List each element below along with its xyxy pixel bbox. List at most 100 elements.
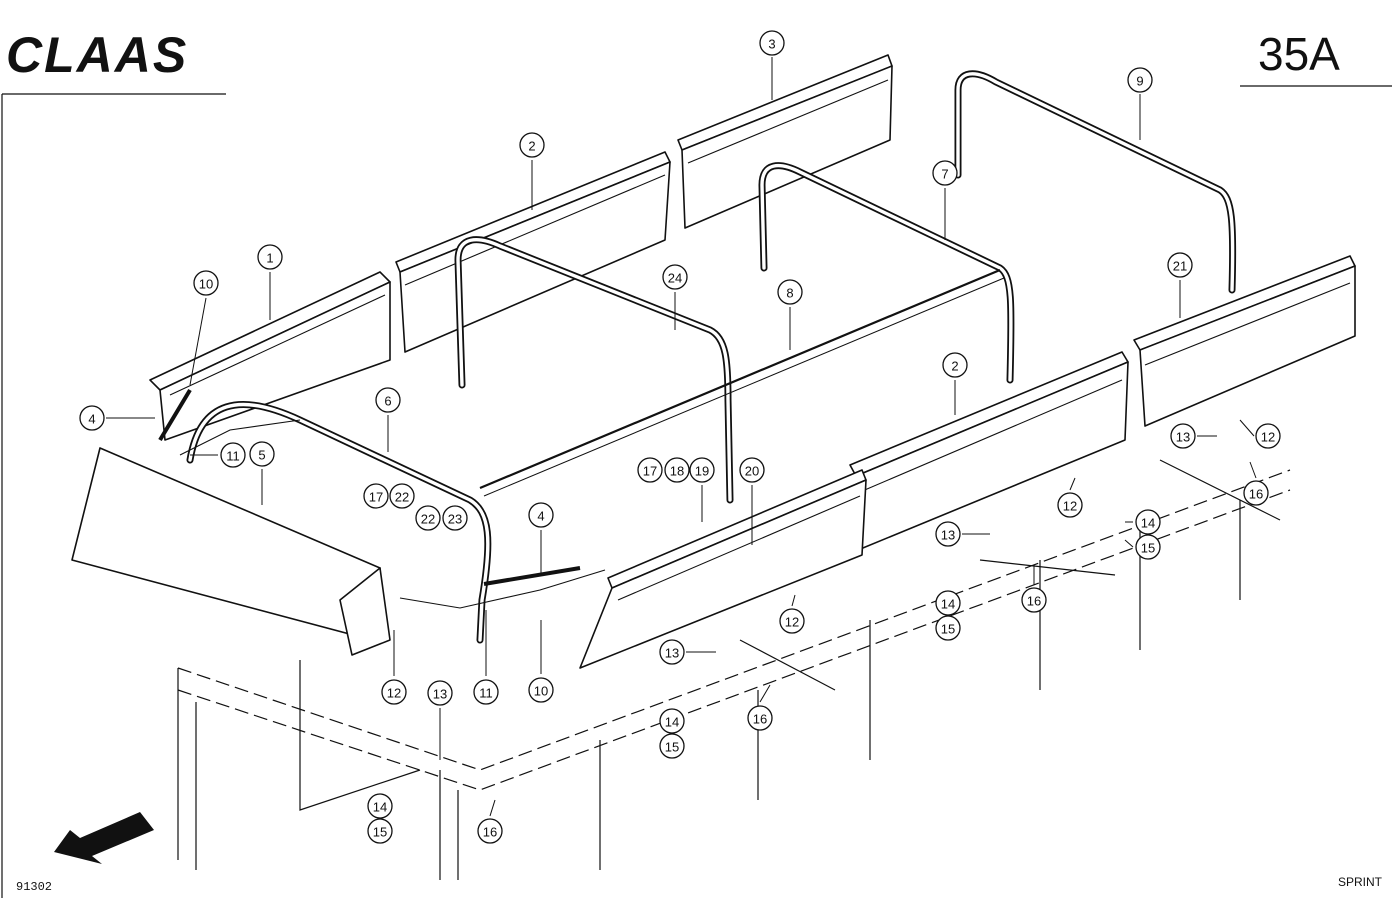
- callout-2-right: 2: [942, 352, 968, 378]
- side-board-3: [677, 54, 893, 229]
- callout-circle: [747, 705, 773, 731]
- callout-12-r3: 12: [779, 608, 805, 634]
- callout-2-top: 2: [519, 132, 545, 158]
- callout-11-bot: 11: [473, 679, 499, 705]
- callout-label: 14: [665, 715, 679, 730]
- callout-14-left: 14: [367, 793, 393, 819]
- callout-circle: [381, 679, 407, 705]
- callout-9: 9: [1127, 67, 1153, 93]
- callout-label: 15: [1141, 541, 1155, 556]
- callout-label: 2: [951, 359, 958, 374]
- callout-circle: [427, 680, 453, 706]
- callout-label: 13: [941, 528, 955, 543]
- callout-16-r2: 16: [1021, 587, 1047, 613]
- callout-label: 7: [941, 167, 948, 182]
- callout-label: 11: [479, 686, 493, 701]
- callout-label: 6: [384, 394, 391, 409]
- callout-4-mid: 4: [528, 502, 554, 528]
- callout-circle: [389, 483, 415, 509]
- callout-circle: [473, 679, 499, 705]
- callout-label: 15: [373, 825, 387, 840]
- callout-21: 21: [1167, 252, 1193, 278]
- callout-label: 13: [1176, 430, 1190, 445]
- tailgate-5: [71, 447, 391, 656]
- callout-label: 4: [88, 412, 95, 427]
- callout-20: 20: [739, 457, 765, 483]
- callout-circle: [659, 639, 685, 665]
- callout-circle: [1021, 587, 1047, 613]
- side-board-1: [149, 271, 391, 441]
- callout-circle: [932, 160, 958, 186]
- callout-label: 17: [643, 464, 657, 479]
- hoop-24: [454, 236, 734, 504]
- callout-label: 22: [395, 490, 409, 505]
- side-board-2-back: [395, 151, 671, 353]
- callout-15-r2: 15: [935, 615, 961, 641]
- callout-label: 1: [266, 251, 273, 266]
- callout-circle: [220, 442, 246, 468]
- callout-13-r1: 13: [1170, 423, 1196, 449]
- callout-16-r1: 16: [1243, 480, 1269, 506]
- callout-6: 6: [375, 387, 401, 413]
- callout-label: 11: [226, 449, 240, 464]
- callout-circle: [935, 521, 961, 547]
- callout-14-r1: 14: [1135, 509, 1161, 535]
- callout-23: 23: [442, 505, 468, 531]
- side-board-2-front: [849, 351, 1129, 551]
- callout-circle: [375, 387, 401, 413]
- direction-arrow-icon: [54, 812, 154, 864]
- callout-label: 10: [534, 684, 548, 699]
- callout-16-left: 16: [477, 818, 503, 844]
- callout-13-left: 13: [427, 680, 453, 706]
- rope-11: [179, 419, 606, 609]
- callout-circle: [759, 30, 785, 56]
- callout-label: 14: [1141, 516, 1155, 531]
- callout-15-r1: 15: [1135, 534, 1161, 560]
- callout-circle: [519, 132, 545, 158]
- callout-circle: [1127, 67, 1153, 93]
- callout-13-r2: 13: [935, 521, 961, 547]
- callout-label: 12: [1063, 499, 1077, 514]
- page-code: 35A: [1258, 28, 1340, 80]
- callout-label: 12: [387, 686, 401, 701]
- callout-circle: [739, 457, 765, 483]
- callout-label: 3: [768, 37, 775, 52]
- callout-circle: [442, 505, 468, 531]
- callout-circle: [257, 244, 283, 270]
- callout-circle: [1057, 492, 1083, 518]
- callout-19: 19: [689, 457, 715, 483]
- callout-label: 13: [433, 687, 447, 702]
- callout-label: 16: [483, 825, 497, 840]
- side-board-19: [579, 469, 867, 669]
- callout-circle: [1243, 480, 1269, 506]
- callout-circle: [367, 793, 393, 819]
- brand-logo-text: CLAAS: [6, 27, 188, 83]
- callout-label: 19: [695, 464, 709, 479]
- callout-circle: [1255, 423, 1281, 449]
- callout-8: 8: [777, 279, 803, 305]
- callout-label: 5: [258, 448, 265, 463]
- callout-15-mid: 15: [659, 733, 685, 759]
- callout-label: 10: [199, 277, 213, 292]
- callout-13-mid: 13: [659, 639, 685, 665]
- callout-circle: [659, 733, 685, 759]
- callout-circle: [1170, 423, 1196, 449]
- callout-circle: [935, 590, 961, 616]
- callout-circle: [637, 457, 663, 483]
- callout-4-left: 4: [79, 405, 105, 431]
- callout-10-top: 10: [193, 270, 219, 296]
- callout-18: 18: [664, 457, 690, 483]
- callout-circle: [528, 677, 554, 703]
- callout-circle: [777, 279, 803, 305]
- callout-17-a: 17: [637, 457, 663, 483]
- callout-circle: [363, 483, 389, 509]
- callout-circle: [689, 457, 715, 483]
- callout-circle: [528, 502, 554, 528]
- callout-label: 9: [1136, 74, 1143, 89]
- callout-label: 4: [537, 509, 544, 524]
- callout-label: 15: [665, 740, 679, 755]
- callout-circle: [935, 615, 961, 641]
- callout-24: 24: [662, 264, 688, 290]
